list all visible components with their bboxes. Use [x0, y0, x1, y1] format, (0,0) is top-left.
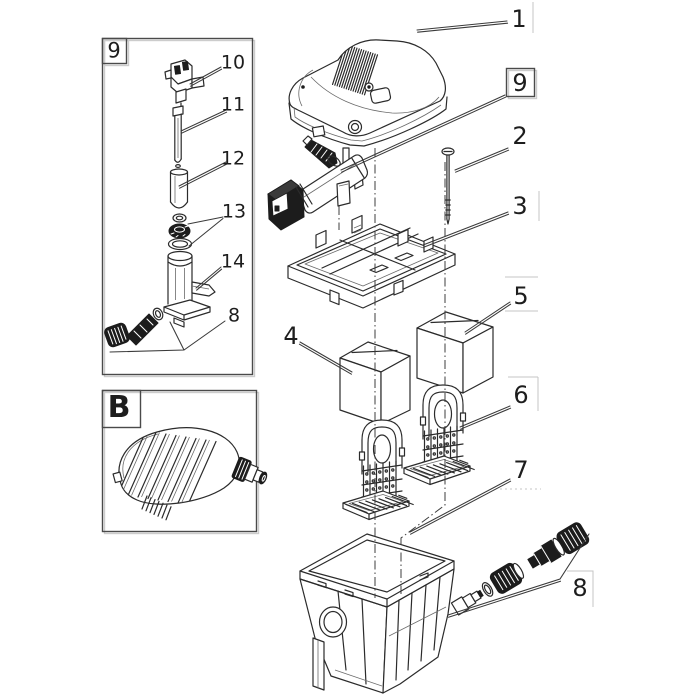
container-drawing	[299, 533, 455, 694]
callout-label-B: B	[107, 390, 131, 425]
part-label-4: 4	[283, 322, 299, 350]
foam-holder-left-drawing	[342, 419, 414, 521]
part-label-9-ref: 9	[512, 69, 528, 97]
quartz-tube-drawing	[169, 168, 189, 209]
callout-box-B-frame	[101, 389, 260, 535]
uvc-assembly-detail	[104, 59, 228, 353]
part-label-8: 8	[572, 574, 588, 602]
hose-fitting-detail-drawing	[104, 307, 164, 348]
pump-drawing	[112, 427, 268, 521]
filter-lid-drawing	[288, 39, 448, 173]
callout-label-9: 9	[107, 38, 121, 63]
filter-foam-5-drawing	[416, 311, 494, 394]
part-label-6: 6	[513, 381, 529, 409]
part-label-2: 2	[512, 122, 528, 150]
pump-outlet-drawing	[231, 456, 268, 485]
centerlines	[338, 148, 446, 598]
detail-leader-lines	[109, 66, 228, 353]
uvc-unit-drawing	[267, 135, 368, 231]
part-label-12: 12	[220, 147, 246, 170]
part-label-3: 3	[512, 192, 528, 220]
part-label-11: 11	[220, 93, 246, 116]
inner-tray-drawing	[287, 214, 456, 309]
part-label-13: 13	[221, 200, 247, 223]
callout-box-9-frame	[101, 37, 256, 378]
part-label-8-detail: 8	[227, 304, 241, 327]
label-guides	[500, 2, 541, 490]
seal-set-drawing	[167, 213, 193, 251]
leader-lines	[298, 20, 512, 535]
screw-drawing	[441, 147, 455, 225]
lamp-socket-drawing	[164, 59, 205, 109]
part-label-14: 14	[220, 250, 246, 273]
foam-holder-right-drawing	[403, 384, 475, 486]
part-label-5: 5	[513, 282, 529, 310]
hose-fittings-drawing	[447, 522, 594, 618]
part-9-reference-box	[505, 67, 538, 100]
filter-foam-4-drawing	[339, 341, 411, 425]
part-label-10: 10	[220, 51, 246, 74]
quartz-holder-drawing	[163, 250, 216, 328]
uvc-lamp-drawing	[172, 105, 184, 169]
part-label-7: 7	[513, 456, 529, 484]
part-label-1: 1	[511, 5, 527, 33]
